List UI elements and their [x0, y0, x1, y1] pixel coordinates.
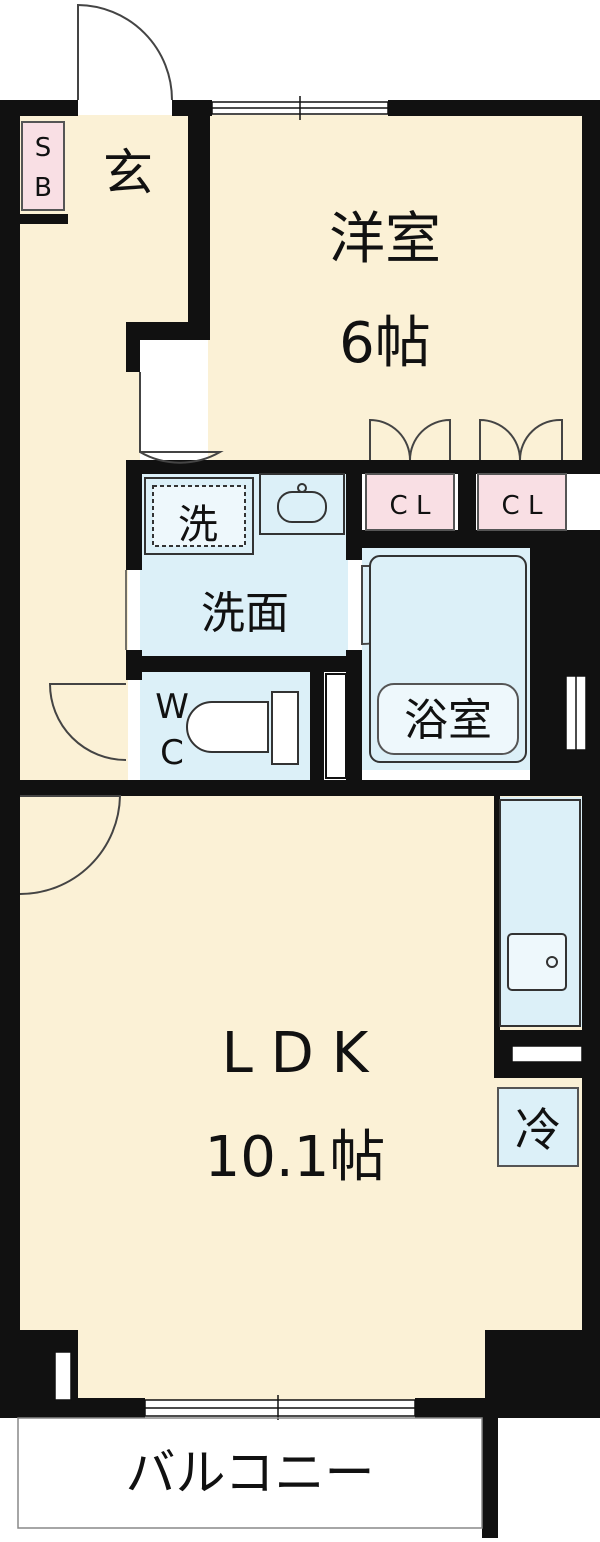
label-balcony: バルコニー [126, 1444, 375, 1502]
closet-2-box [477, 473, 567, 531]
toilet-partition [325, 673, 347, 779]
door-closet-1 [369, 418, 451, 461]
wall-top-right [388, 100, 600, 116]
label-western-name: 洋室 [329, 207, 441, 272]
wall-hall-vertical [126, 322, 140, 372]
label-ldk-name: L D K [222, 1021, 370, 1086]
kitchen-sink [507, 933, 567, 991]
wall-wash-bottom [126, 656, 362, 672]
wall-wet-bottom [18, 780, 600, 796]
wall-left [0, 100, 20, 1400]
label-western-size: 6帖 [339, 311, 431, 376]
openings [54, 96, 587, 1420]
wall-right-upper [582, 100, 600, 470]
door-closet-2 [479, 418, 563, 461]
floor-ldk [18, 790, 583, 1400]
doors [19, 3, 563, 895]
wall-wet-top [126, 460, 600, 474]
wall-toilet-right [310, 672, 324, 780]
wall-genkan-divider [188, 100, 210, 340]
label-shoe-box-1: S [35, 133, 52, 163]
label-genkan: 玄 [103, 144, 153, 202]
window-left-small [54, 1351, 72, 1401]
wall-closet-divider [458, 460, 476, 545]
wall-corner-br [485, 1330, 600, 1418]
kitchen-counter [499, 799, 581, 1027]
door-ldk [19, 795, 122, 895]
label-washroom: 洗面 [201, 588, 289, 639]
wall-wash-right-2 [346, 650, 362, 790]
closet-1-box [365, 473, 455, 531]
label-ldk-size: 10.1帖 [205, 1125, 386, 1190]
floor-hallway [18, 220, 188, 780]
wall-bath-right [530, 530, 600, 796]
door-western [139, 372, 224, 464]
door-entrance [77, 3, 173, 101]
wall-hall-notch [126, 322, 210, 340]
shoe-box [21, 121, 65, 211]
label-toilet-1: W [155, 687, 189, 727]
label-washer: 洗 [178, 502, 218, 548]
labels: 玄 S B 洋室 6帖 C L C L 洗 洗面 W C 浴室 L D K 10… [34, 133, 561, 1502]
toilet-bowl [186, 701, 269, 753]
fridge-shelf [511, 1045, 583, 1063]
bath-label-box [377, 683, 519, 755]
balcony-outline [17, 1417, 483, 1529]
label-boxes [17, 121, 579, 1529]
label-closet-1: C L [390, 491, 431, 521]
wall-kitchen-left [494, 796, 500, 1031]
label-fridge: 冷 [515, 1103, 561, 1157]
floor-balcony [18, 1418, 482, 1528]
label-shoe-box-2: B [34, 173, 52, 203]
wall-genkan-bottom [18, 214, 68, 224]
floor-western-room [208, 115, 582, 460]
fridge-box [497, 1087, 579, 1167]
wall-balcony-right [482, 1398, 498, 1538]
label-closet-2: C L [502, 491, 543, 521]
door-toilet [48, 683, 127, 761]
wall-wet-left [126, 460, 142, 570]
label-toilet-2: C [160, 733, 184, 773]
label-bath: 浴室 [404, 695, 492, 746]
